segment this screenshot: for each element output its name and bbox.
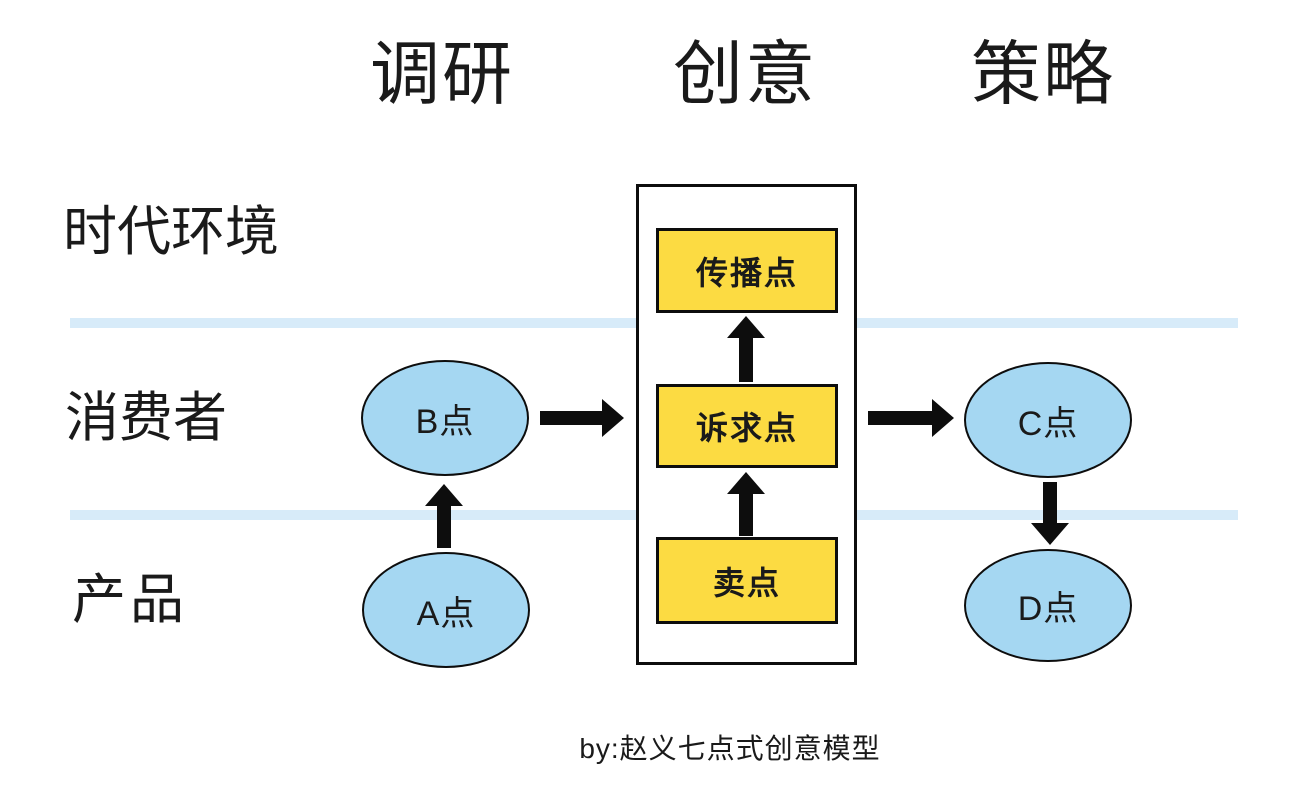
arrow-up-appeal-to-spread-icon [727, 316, 765, 382]
arrow-up-a-to-b-icon [425, 484, 463, 548]
arrow-right-b-to-appeal-icon [540, 399, 624, 437]
arrow-up-selling-to-appeal-icon [727, 472, 765, 536]
arrow-head [602, 399, 624, 437]
node-point-a: A点 [362, 552, 530, 668]
arrow-shaft [437, 504, 451, 548]
column-header-creative: 创意 [673, 35, 817, 113]
box-selling-point: 卖点 [656, 537, 838, 624]
arrow-right-appeal-to-c-icon [868, 399, 954, 437]
arrow-head [727, 472, 765, 494]
row-label-era-environment: 时代环境 [63, 202, 279, 262]
node-point-b: B点 [361, 360, 529, 476]
arrow-shaft [540, 411, 603, 425]
row-label-consumer: 消费者 [65, 388, 227, 448]
node-point-c: C点 [964, 362, 1132, 478]
diagram-caption: by:赵义七点式创意模型 [579, 733, 881, 764]
column-header-strategy: 策略 [971, 35, 1115, 113]
arrow-head [932, 399, 954, 437]
node-point-d: D点 [964, 549, 1132, 662]
arrow-shaft [739, 492, 753, 536]
arrow-shaft [868, 411, 933, 425]
row-label-product: 产品 [72, 570, 188, 630]
arrow-shaft [739, 336, 753, 382]
arrow-shaft [1043, 482, 1057, 525]
box-appeal-point: 诉求点 [656, 384, 838, 468]
arrow-head [1031, 523, 1069, 545]
arrow-head [425, 484, 463, 506]
arrow-down-c-to-d-icon [1031, 482, 1069, 545]
column-header-research: 调研 [370, 35, 514, 113]
box-spread-point: 传播点 [656, 228, 838, 313]
arrow-head [727, 316, 765, 338]
